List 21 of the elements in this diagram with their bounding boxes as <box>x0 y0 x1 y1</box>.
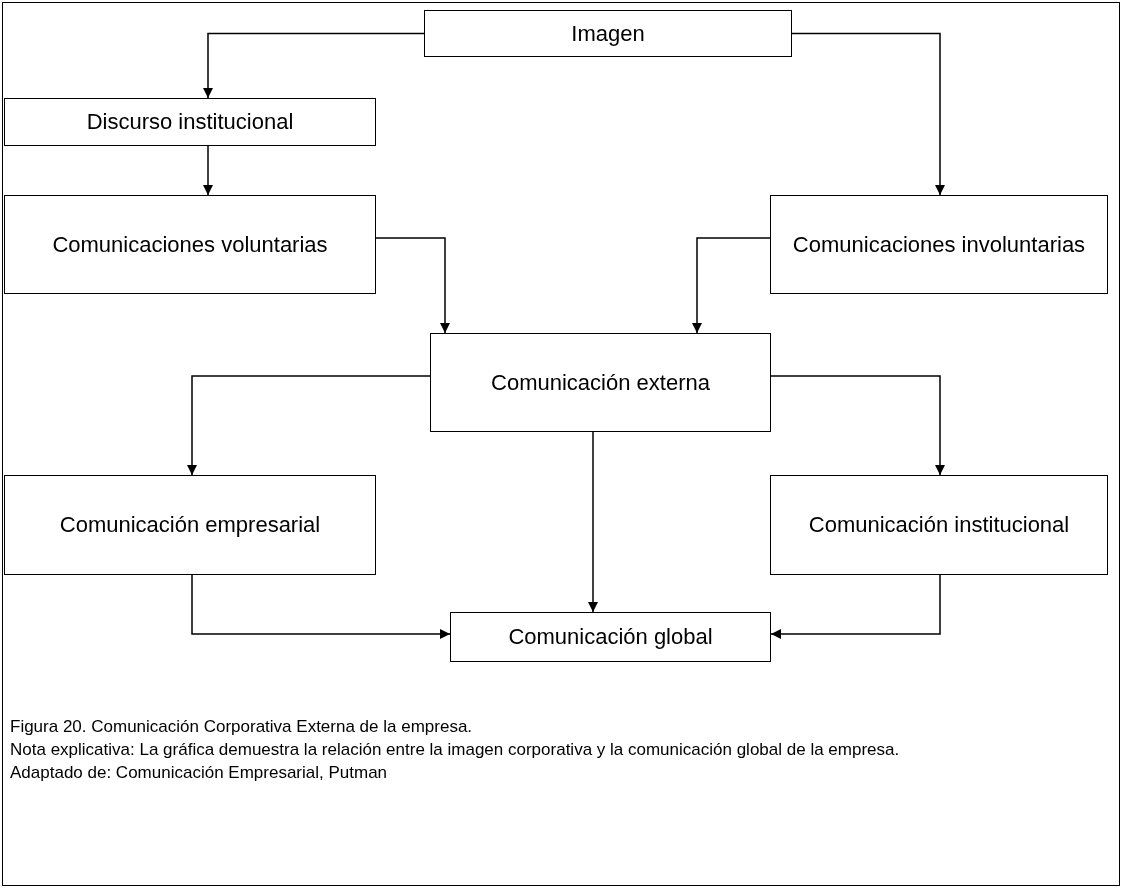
arrow <box>203 32 425 99</box>
arrow <box>375 237 450 334</box>
figure-caption: Figura 20. Comunicación Corporativa Externa de la empresa. <box>10 716 474 737</box>
arrow <box>191 574 451 639</box>
arrow <box>692 237 771 334</box>
arrow <box>770 375 945 476</box>
note-text: Nota explicativa: La gráfica demuestra la relación entre la imagen corporativa y la comunicación global de la empresa. <box>10 739 901 760</box>
note-text: Adaptado de: Comunicación Empresarial, Putman <box>10 762 389 783</box>
process-box: Imagen <box>424 10 792 57</box>
arrow <box>791 32 945 196</box>
process-box: Comunicación externa <box>430 333 771 432</box>
process-box: Comunicación institucional <box>770 475 1108 575</box>
arrow <box>588 431 598 613</box>
process-box: Comunicación empresarial <box>4 475 376 575</box>
process-box: Comunicación global <box>450 612 771 662</box>
process-box: Comunicaciones voluntarias <box>4 195 376 294</box>
arrow <box>203 145 213 196</box>
arrow <box>770 574 941 639</box>
arrow <box>187 375 431 476</box>
process-box: Discurso institucional <box>4 98 376 146</box>
process-box: Comunicaciones involuntarias <box>770 195 1108 294</box>
